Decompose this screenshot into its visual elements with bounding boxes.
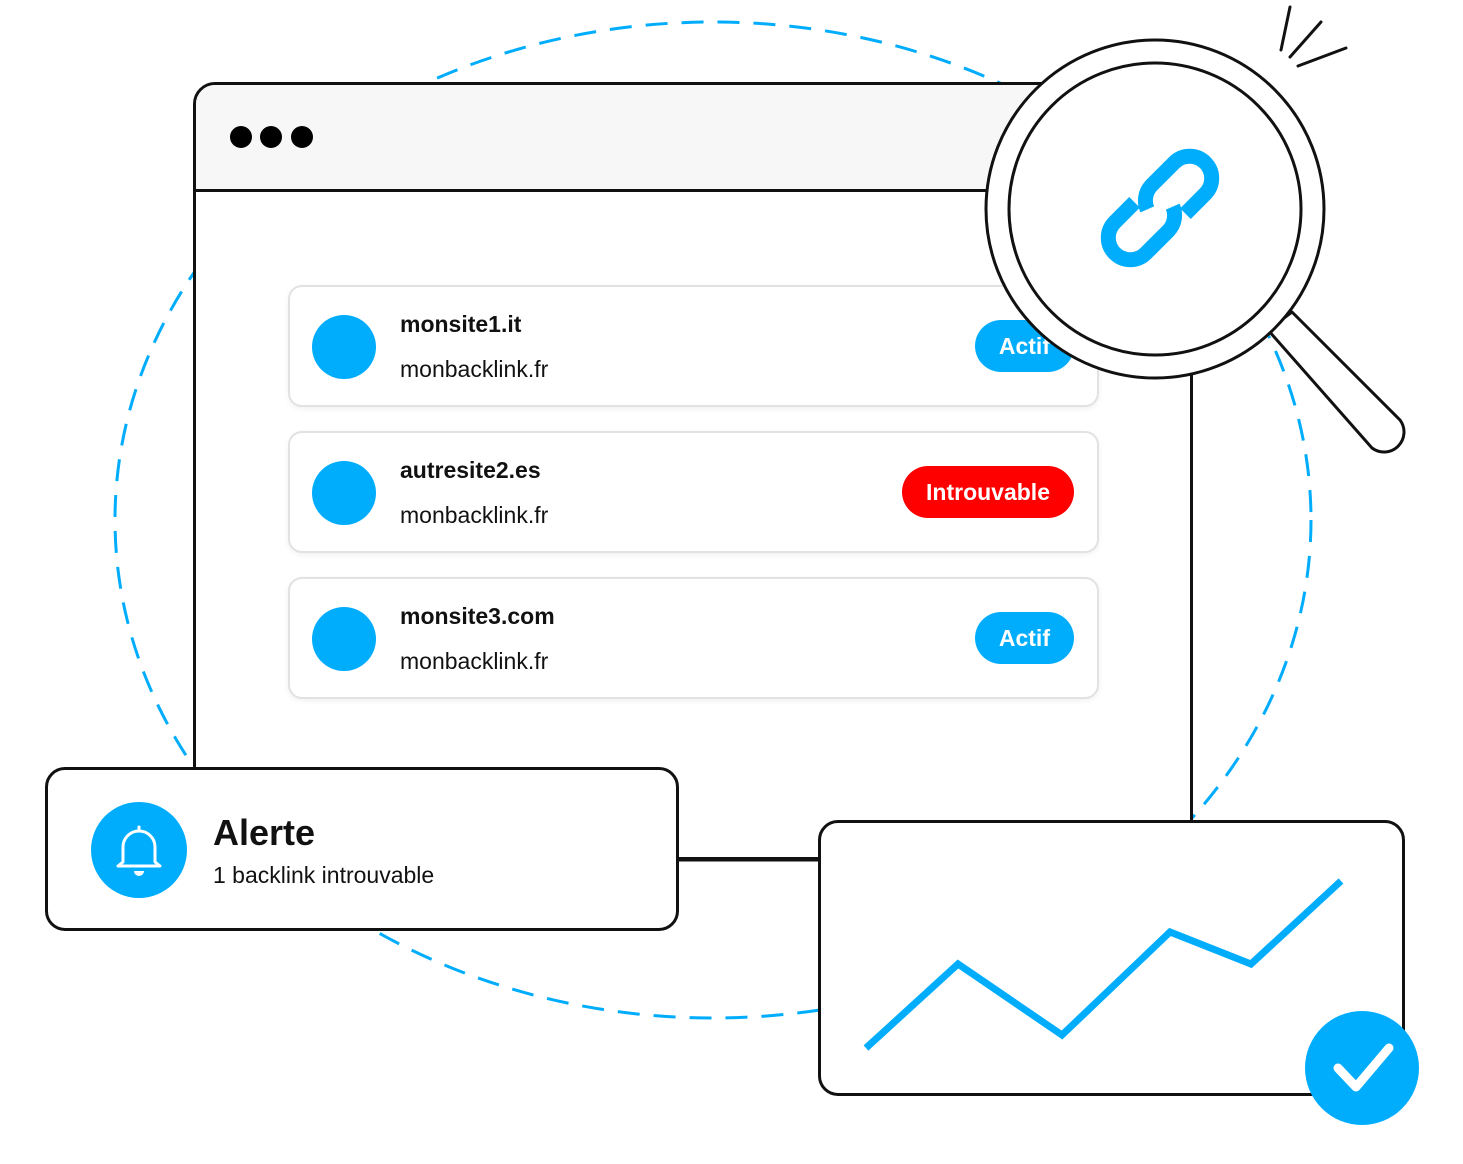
site-avatar	[312, 315, 376, 379]
backlink-row[interactable]: autresite2.es monbacklink.fr Introuvable	[288, 431, 1099, 553]
target-url: monbacklink.fr	[400, 356, 549, 382]
window-dot	[260, 126, 282, 148]
target-url: monbacklink.fr	[400, 648, 549, 674]
window-dot	[230, 126, 252, 148]
backlink-row[interactable]: monsite1.it monbacklink.fr Actif	[288, 285, 1099, 407]
bell-icon	[91, 802, 187, 898]
status-badge: Actif	[974, 612, 1074, 664]
window-dot	[291, 126, 313, 148]
target-url: monbacklink.fr	[400, 502, 549, 528]
site-name: monsite3.com	[400, 603, 555, 629]
trend-chart-card	[818, 820, 1405, 1096]
status-badge: Actif	[974, 320, 1074, 372]
status-badge: Introuvable	[902, 466, 1074, 518]
alert-title: Alerte	[213, 812, 316, 853]
site-avatar	[312, 607, 376, 671]
site-name: autresite2.es	[400, 457, 541, 483]
browser-titlebar	[196, 85, 1190, 192]
alert-message: 1 backlink introuvable	[213, 862, 435, 888]
backlink-row[interactable]: monsite3.com monbacklink.fr Actif	[288, 577, 1099, 699]
site-avatar	[312, 461, 376, 525]
site-name: monsite1.it	[400, 311, 522, 337]
alert-card: Alerte 1 backlink introuvable	[45, 767, 679, 931]
